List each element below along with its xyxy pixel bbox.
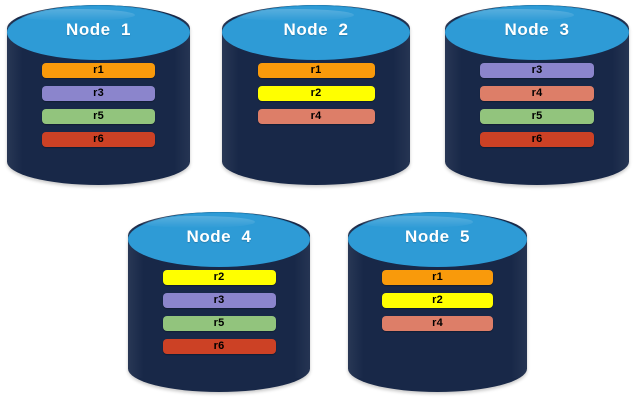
replica-bar-r5[interactable]: r5 bbox=[480, 109, 594, 124]
replica-bar-r2[interactable]: r2 bbox=[382, 293, 493, 308]
replica-label: r2 bbox=[432, 294, 443, 306]
replica-bar-r3[interactable]: r3 bbox=[42, 86, 155, 101]
replica-bar-r6[interactable]: r6 bbox=[42, 132, 155, 147]
replica-label: r5 bbox=[213, 317, 225, 329]
database-node-3[interactable]: Node 3 r3 r4 r5 r6 bbox=[445, 5, 629, 185]
replica-bar-r2[interactable]: r2 bbox=[162, 270, 276, 285]
replica-bar-r4[interactable]: r4 bbox=[480, 86, 594, 101]
replica-bar-r3[interactable]: r3 bbox=[162, 293, 276, 308]
replica-bar-r1[interactable]: r1 bbox=[257, 63, 375, 78]
replica-label: r4 bbox=[531, 87, 543, 99]
replica-label: r3 bbox=[531, 64, 543, 76]
replica-label: r2 bbox=[310, 87, 322, 99]
replica-stack: r1 r3 r5 r6 bbox=[7, 63, 190, 147]
replica-label: r1 bbox=[93, 64, 104, 76]
replica-bar-r5[interactable]: r5 bbox=[42, 109, 155, 124]
database-node-5[interactable]: Node 5 r1 r2 r4 bbox=[348, 212, 527, 392]
replica-label: r3 bbox=[93, 87, 104, 99]
database-node-4[interactable]: Node 4 r2 r3 r5 r6 bbox=[128, 212, 310, 392]
replica-stack: r3 r4 r5 r6 bbox=[445, 63, 629, 147]
replica-bar-r5[interactable]: r5 bbox=[162, 316, 276, 331]
replica-label: r6 bbox=[531, 133, 543, 145]
replica-label: r5 bbox=[531, 110, 543, 122]
replica-bar-r1[interactable]: r1 bbox=[382, 270, 493, 285]
replica-label: r1 bbox=[310, 64, 322, 76]
replica-label: r4 bbox=[310, 110, 322, 122]
node-label: Node 2 bbox=[283, 20, 349, 39]
replica-bar-r3[interactable]: r3 bbox=[480, 63, 594, 78]
replica-bar-r2[interactable]: r2 bbox=[257, 86, 375, 101]
database-node-2[interactable]: Node 2 r1 r2 r4 bbox=[222, 5, 410, 185]
node-label: Node 1 bbox=[66, 20, 131, 39]
replica-bar-r4[interactable]: r4 bbox=[382, 316, 493, 331]
replica-stack: r2 r3 r5 r6 bbox=[128, 270, 310, 354]
replica-label: r1 bbox=[432, 271, 443, 283]
replica-label: r5 bbox=[93, 110, 104, 122]
replica-label: r6 bbox=[93, 133, 104, 145]
replica-label: r2 bbox=[213, 271, 225, 283]
node-label: Node 5 bbox=[405, 227, 470, 246]
replica-label: r4 bbox=[432, 317, 443, 329]
replica-bar-r6[interactable]: r6 bbox=[162, 339, 276, 354]
replica-bar-r4[interactable]: r4 bbox=[257, 109, 375, 124]
replica-stack: r1 r2 r4 bbox=[348, 270, 527, 331]
replica-label: r3 bbox=[213, 294, 225, 306]
replica-bar-r1[interactable]: r1 bbox=[42, 63, 155, 78]
replica-bar-r6[interactable]: r6 bbox=[480, 132, 594, 147]
replica-stack: r1 r2 r4 bbox=[222, 63, 410, 124]
node-label: Node 3 bbox=[504, 20, 570, 39]
node-label: Node 4 bbox=[186, 227, 252, 246]
replica-label: r6 bbox=[213, 340, 225, 352]
database-node-1[interactable]: Node 1 r1 r3 r5 r6 bbox=[7, 5, 190, 185]
